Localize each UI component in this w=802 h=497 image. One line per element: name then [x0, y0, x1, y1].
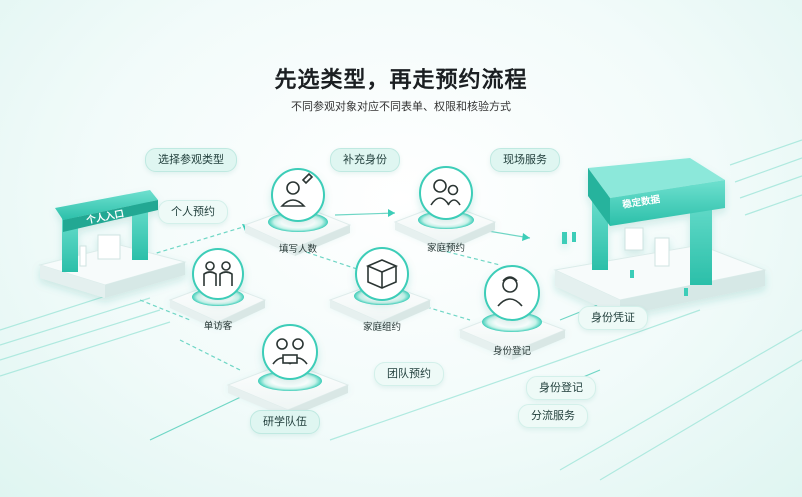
node-identity-checkin — [458, 265, 567, 360]
pill-onsite-service: 现场服务 — [490, 148, 560, 172]
pill-supplement-identity: 补充身份 — [330, 148, 400, 172]
user-form-icon — [280, 172, 314, 207]
pill-personal-booking: 个人预约 — [158, 200, 228, 224]
label-family-booking: 家庭预约 — [426, 243, 465, 254]
label-single-visitor: 单访客 — [203, 321, 233, 332]
decor-posts — [572, 232, 688, 296]
node-family-booking — [393, 166, 497, 252]
box-icon — [365, 259, 399, 289]
label-fill-count: 填写人数 — [278, 244, 317, 255]
person-check-icon — [497, 276, 523, 307]
page-subtitle: 不同参观对象对应不同表单、权限和核验方式 — [291, 100, 511, 113]
pill-select-type: 选择参观类型 — [145, 148, 237, 172]
pill-diversion-service: 分流服务 — [518, 404, 588, 428]
node-fill-count — [243, 168, 352, 256]
page-title: 先选类型，再走预约流程 — [274, 68, 528, 93]
floor-lines — [0, 139, 802, 481]
node-study-team — [226, 324, 350, 418]
label-identity-checkin: 身份登记 — [492, 346, 531, 357]
node-single-visitor — [168, 248, 267, 330]
entrance-gate — [38, 190, 187, 298]
pill-study-team: 研学队伍 — [250, 410, 320, 434]
family-icon — [430, 179, 461, 206]
two-people-icon — [203, 261, 233, 286]
label-family-group: 家庭组约 — [362, 322, 401, 333]
node-family-group — [328, 247, 432, 330]
verify-gate — [553, 158, 767, 316]
team-icon — [272, 338, 308, 365]
pill-identity-register: 身份登记 — [526, 376, 596, 400]
pill-group-booking: 团队预约 — [374, 362, 444, 386]
pill-identity-voucher: 身份凭证 — [578, 306, 648, 330]
